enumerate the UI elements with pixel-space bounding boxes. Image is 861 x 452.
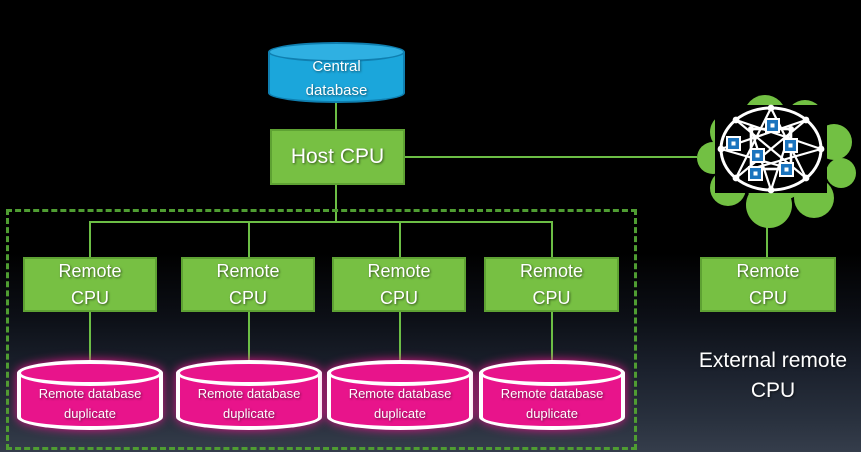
remote-db-duplicate-label: Remote database duplicate [500,385,604,421]
central-database-cylinder: Central database [268,42,405,103]
remote-db-duplicate-label: Remote database duplicate [38,385,142,421]
network-cloud-icon [697,95,856,228]
remote-cpu-label: Remote CPU [216,261,280,308]
external-remote-cpu-label: Remote CPU [736,261,800,308]
cylinder-top [176,360,322,386]
remote-db-duplicate-3: Remote database duplicate [327,360,473,430]
remote-cpu-box-2: Remote CPU [181,257,315,312]
remote-db-duplicate-2: Remote database duplicate [176,360,322,430]
cylinder-top [268,42,405,62]
connector-bus-remotecpu-2 [248,221,250,258]
remote-db-duplicate-4: Remote database duplicate [479,360,625,430]
connector-centraldb-hostcpu [335,102,337,130]
connector-hostcpu-bus [335,185,337,222]
connector-bus-remotecpu-4 [551,221,553,258]
remote-db-duplicate-label: Remote database duplicate [197,385,301,421]
remote-cpu-box-3: Remote CPU [332,257,466,312]
connector-bus [89,221,553,223]
connector-remotecpu1-duplicate1 [89,312,91,365]
external-remote-cpu-box: Remote CPU [700,257,836,312]
host-cpu-label: Host CPU [290,144,385,168]
remote-cpu-label: Remote CPU [367,261,431,308]
external-remote-cpu-caption: External remote CPU [698,349,848,403]
cylinder-top [479,360,625,386]
remote-db-duplicate-1: Remote database duplicate [17,360,163,430]
connector-remotecpu2-duplicate2 [248,312,250,365]
remote-cpu-box-1: Remote CPU [23,257,157,312]
connector-remotecpu3-duplicate3 [399,312,401,365]
cylinder-top [327,360,473,386]
connector-bus-remotecpu-3 [399,221,401,258]
remote-cpu-label: Remote CPU [58,261,122,308]
remote-cpu-label: Remote CPU [519,261,584,308]
remote-group-border [6,209,637,450]
connector-remotecpu4-duplicate4 [551,312,553,365]
remote-cpu-box-4: Remote CPU [484,257,619,312]
remote-db-duplicate-label: Remote database duplicate [348,385,452,421]
connector-cloud-externalcpu [766,222,768,258]
network-node-squares [726,118,798,181]
connector-hostcpu-cloud [405,156,697,158]
central-database-label: Central database [305,57,368,99]
cylinder-top [17,360,163,386]
host-cpu-box: Host CPU [270,129,405,185]
connector-bus-remotecpu-1 [89,221,91,258]
